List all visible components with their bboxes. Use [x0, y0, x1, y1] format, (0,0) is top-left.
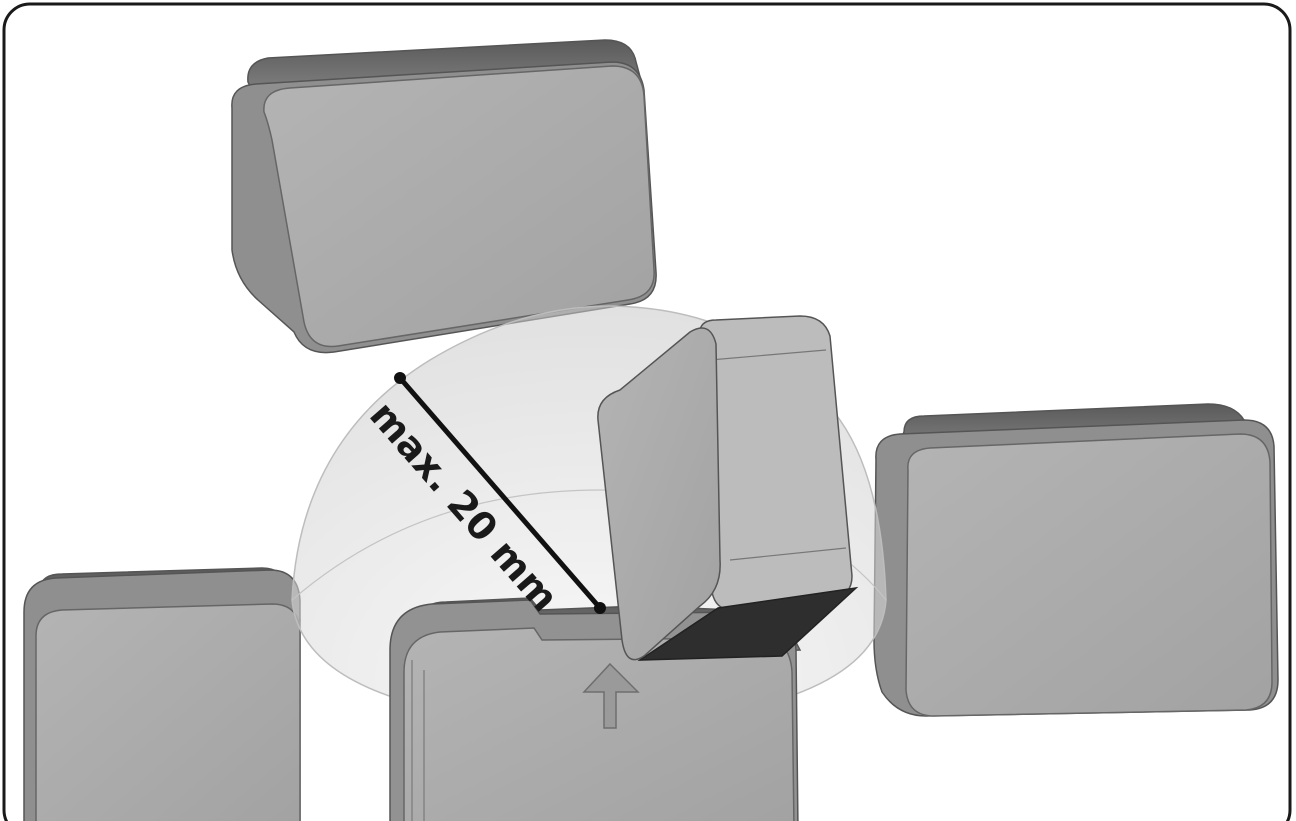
box-top-left	[232, 40, 656, 353]
box-right	[874, 404, 1278, 716]
box-bottom-left	[24, 568, 300, 821]
measure-point-end	[594, 602, 606, 614]
measure-point-start	[394, 372, 406, 384]
